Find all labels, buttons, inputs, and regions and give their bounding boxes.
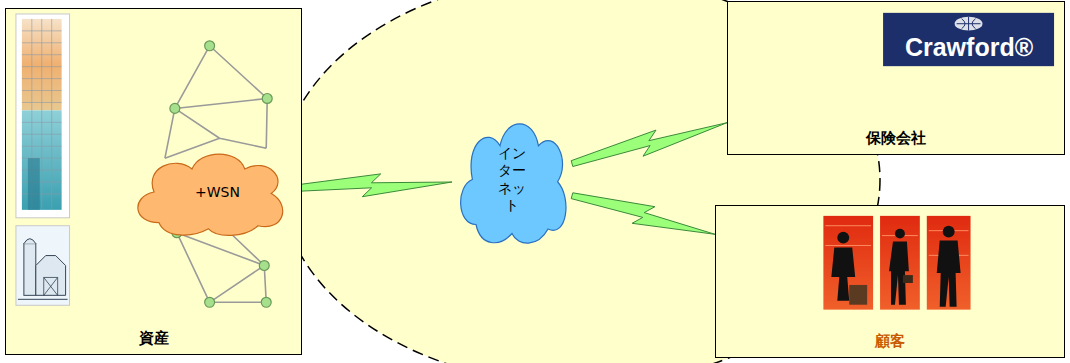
person-silhouettes: [831, 226, 960, 307]
person-seat: [849, 285, 867, 305]
sensor-node: [262, 94, 272, 104]
person-body: [889, 242, 909, 305]
photo-panel: [927, 216, 971, 310]
box-label: 保険会社: [866, 129, 926, 147]
sensor-node: [205, 41, 215, 51]
building-icon: [16, 14, 70, 218]
wsn-cloud: +WSN: [126, 146, 291, 238]
photo-panel: [823, 216, 873, 310]
logo-text: Crawford®: [905, 33, 1033, 62]
customer-box: 顧客: [715, 205, 1065, 358]
sensor-node: [205, 297, 215, 307]
box-label: 資産: [139, 329, 169, 347]
logo-text-holder: Crawford®: [883, 30, 1055, 64]
lightning-link: [291, 174, 452, 197]
ground-line: [18, 299, 68, 300]
cloud-label: +WSN: [195, 184, 240, 201]
globe-lines: [957, 17, 981, 31]
person-body: [937, 241, 961, 307]
box-label: 顧客: [875, 332, 905, 350]
barn-icon: [16, 226, 70, 306]
cloud-outline: [138, 154, 283, 235]
cloud-label: インターネット: [497, 145, 528, 215]
window-grid: [22, 19, 62, 210]
sensor-node: [261, 297, 271, 307]
insurer-box: 保険会社: [727, 1, 1065, 155]
cloud-outline: [461, 124, 566, 243]
asset-box: 資産 +WSN: [5, 8, 302, 355]
icon-frame: [16, 226, 70, 306]
silo-roof: [24, 239, 36, 244]
person-head: [837, 232, 849, 244]
barn-door: [44, 277, 58, 295]
icon-frame: [16, 14, 70, 218]
photo-panel: [880, 216, 920, 310]
lightning-link: [571, 193, 715, 235]
logo-globe: [955, 17, 983, 31]
silo: [24, 244, 36, 296]
barn-body: [36, 256, 66, 296]
person-head: [943, 226, 955, 238]
briefcase: [903, 275, 913, 283]
logo-plate: [883, 13, 1054, 66]
lightning-link: [571, 123, 727, 167]
sensor-node: [259, 261, 269, 271]
internet-cloud: インターネット: [452, 112, 572, 247]
sensor-node: [170, 103, 180, 113]
building-core: [28, 158, 40, 210]
mesh-line: [165, 46, 267, 158]
person-head: [895, 229, 905, 239]
